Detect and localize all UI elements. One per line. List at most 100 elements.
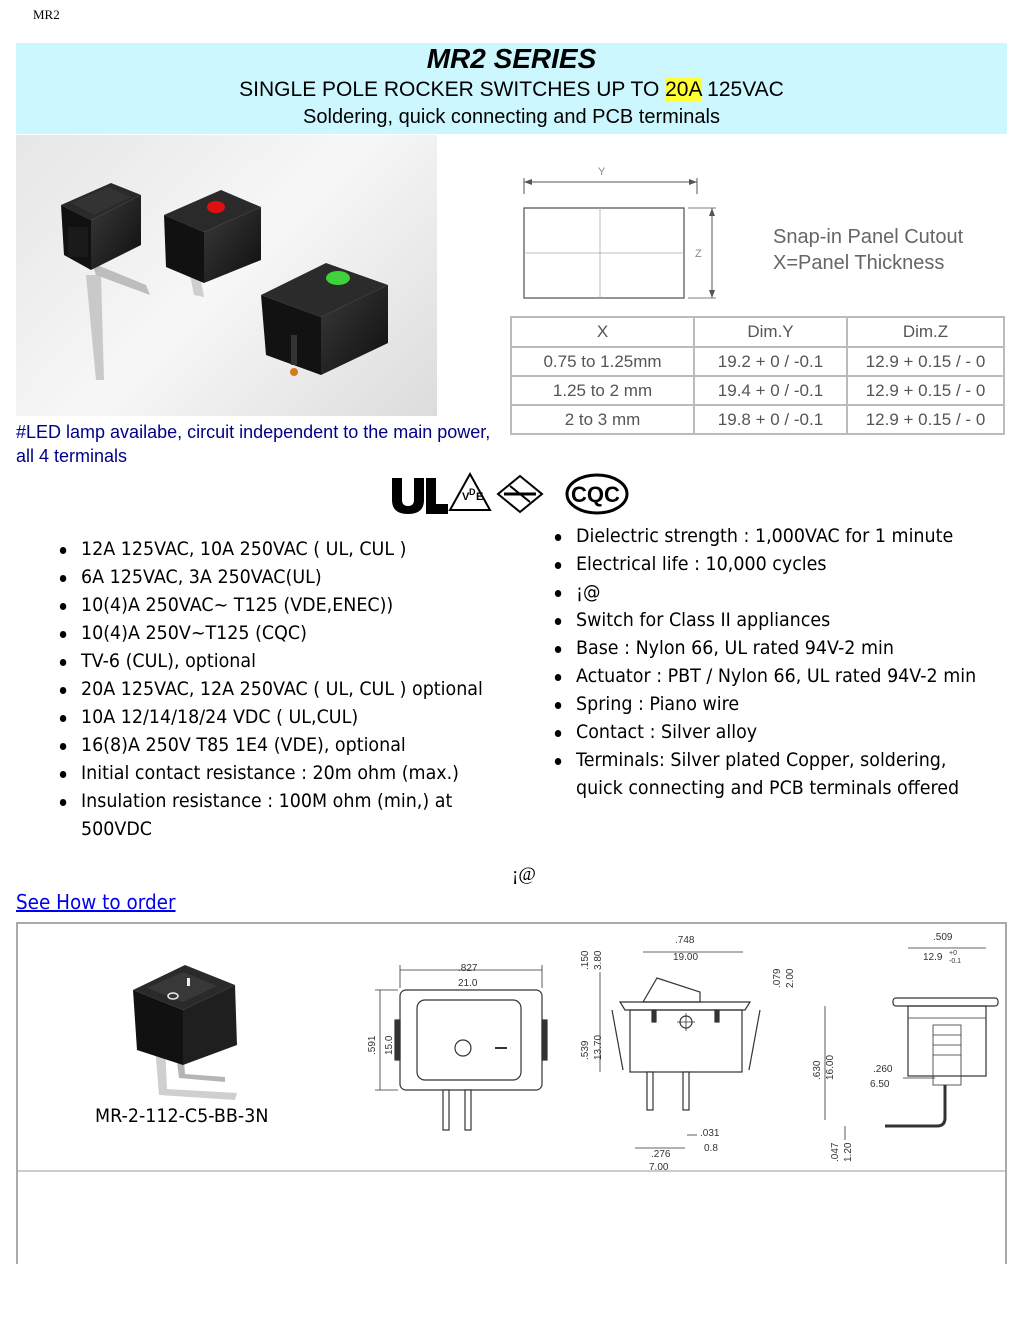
product-photo <box>125 950 255 1105</box>
led-note: #LED lamp availabe, circuit independent … <box>16 422 491 466</box>
side-view <box>599 951 761 1149</box>
table-header-cell: X <box>510 316 695 348</box>
dim-d-mm: 7.00 <box>649 1162 669 1170</box>
cutout-z-label: Z <box>695 248 702 260</box>
dim-top-in: .748 <box>675 935 695 946</box>
dim-h-mm: 15.0 <box>384 1035 395 1055</box>
table-cell: 19.4 + 0 / -0.1 <box>693 375 848 406</box>
how-to-order-link[interactable]: See How to order <box>16 890 176 914</box>
list-item: 20A 125VAC, 12A 250VAC ( UL, CUL ) optio… <box>58 675 509 703</box>
specs-left-list: 12A 125VAC, 10A 250VAC ( UL, CUL ) 6A 12… <box>58 535 548 843</box>
dim-top-mm: 19.00 <box>673 952 698 963</box>
end-view <box>824 947 999 1140</box>
list-item: 16(8)A 250V T85 1E4 (VDE), optional <box>58 731 509 759</box>
switch-photo <box>16 135 437 416</box>
dim-side-tol-minus: -0.1 <box>949 958 961 965</box>
dim-a-in: .150 <box>580 950 591 970</box>
table-cell: 12.9 + 0.15 / - 0 <box>846 346 1005 377</box>
switch-1-image <box>61 183 150 380</box>
dim-side-mm: 12.9 <box>923 952 943 963</box>
list-item: Base : Nylon 66, UL rated 94V-2 min <box>553 634 985 662</box>
table-header-cell: Dim.Z <box>846 316 1005 348</box>
table-cell: 2 to 3 mm <box>510 404 695 435</box>
panel-cutout-diagram: Y Z <box>512 160 722 310</box>
switch-2-image <box>164 190 261 297</box>
subtitle-text-end: 125VAC <box>701 78 784 101</box>
list-item: 6A 125VAC, 3A 250VAC(UL) <box>58 563 509 591</box>
table-header-row: X Dim.Y Dim.Z <box>510 316 1005 348</box>
vde-logo: V D E <box>448 471 492 511</box>
misc-text: ¡@ <box>512 864 536 885</box>
svg-text:V: V <box>462 491 470 503</box>
list-item: 10(4)A 250V~T125 (CQC) <box>58 619 509 647</box>
list-item: Terminals: Silver plated Copper, solderi… <box>553 746 985 802</box>
cutout-label-line1: Snap-in Panel Cutout <box>773 226 964 248</box>
dim-g-mm: 6.50 <box>870 1079 890 1090</box>
dim-e-mm: 0.8 <box>704 1143 718 1154</box>
dim-e-in: .031 <box>700 1128 720 1139</box>
rocker-switches-illustration <box>61 183 388 380</box>
page-subtitle: SINGLE POLE ROCKER SWITCHES UP TO 20A 12… <box>16 78 1007 102</box>
list-item: 12A 125VAC, 10A 250VAC ( UL, CUL ) <box>58 535 509 563</box>
list-item: Switch for Class II appliances <box>553 606 985 634</box>
enec-logo <box>496 474 544 514</box>
dim-f-in: .630 <box>812 1060 823 1080</box>
dim-c-in: .539 <box>580 1040 591 1060</box>
dim-w-in: .827 <box>458 963 478 974</box>
table-cell: 19.2 + 0 / -0.1 <box>693 346 848 377</box>
terminals-subtitle: Soldering, quick connecting and PCB term… <box>303 106 720 128</box>
product-code: MR-2-112-C5-BB-3N <box>95 1105 269 1127</box>
list-item: Initial contact resistance : 20m ohm (ma… <box>58 759 509 787</box>
table-cell: 0.75 to 1.25mm <box>510 346 695 377</box>
subtitle-highlight: 20A <box>665 78 702 101</box>
dimension-table: X Dim.Y Dim.Z 0.75 to 1.25mm 19.2 + 0 / … <box>510 316 1005 435</box>
dim-d-in: .276 <box>651 1149 671 1160</box>
certification-logos: V D E CQC <box>390 470 630 516</box>
specs-right-list: Dielectric strength : 1,000VAC for 1 min… <box>553 522 1023 802</box>
dim-side-tol-plus: +0 <box>949 950 957 957</box>
ul-logo <box>392 478 448 514</box>
table-row: 2 to 3 mm 19.8 + 0 / -0.1 12.9 + 0.15 / … <box>510 404 1005 435</box>
cutout-label-line2: X=Panel Thickness <box>773 252 945 274</box>
dim-c-mm: 13.70 <box>593 1035 604 1060</box>
product-box <box>16 922 1007 1264</box>
dim-f-mm: 16.00 <box>825 1055 836 1080</box>
mechanical-drawing: .827 21.0 .591 15.0 .748 19.00 .150 3.80 <box>355 930 1005 1173</box>
subtitle-text: SINGLE POLE ROCKER SWITCHES UP TO <box>239 78 666 101</box>
table-cell: 19.8 + 0 / -0.1 <box>693 404 848 435</box>
list-item: TV-6 (CUL), optional <box>58 647 509 675</box>
dim-g-in: .260 <box>873 1064 893 1075</box>
product-divider <box>18 1170 1005 1172</box>
table-row: 0.75 to 1.25mm 19.2 + 0 / -0.1 12.9 + 0.… <box>510 346 1005 377</box>
table-row: 1.25 to 2 mm 19.4 + 0 / -0.1 12.9 + 0.15… <box>510 375 1005 406</box>
series-header: MR2 SERIES SINGLE POLE ROCKER SWITCHES U… <box>16 43 1007 134</box>
table-header-cell: Dim.Y <box>693 316 848 348</box>
list-item: 10A 12/14/18/24 VDC ( UL,CUL) <box>58 703 509 731</box>
table-cell: 12.9 + 0.15 / - 0 <box>846 375 1005 406</box>
dim-side-in: .509 <box>933 932 953 943</box>
svg-text:E: E <box>476 491 483 503</box>
cutout-label: Snap-in Panel Cutout X=Panel Thickness <box>773 224 963 276</box>
list-item: Dielectric strength : 1,000VAC for 1 min… <box>553 522 985 550</box>
dim-w-mm: 21.0 <box>458 978 478 989</box>
cutout-y-label: Y <box>598 166 606 178</box>
svg-text:D: D <box>469 487 476 497</box>
list-item: 10(4)A 250VAC~ T125 (VDE,ENEC)) <box>58 591 509 619</box>
cqc-text: CQC <box>571 482 620 507</box>
list-item: Spring : Piano wire <box>553 690 985 718</box>
list-item: Contact : Silver alloy <box>553 718 985 746</box>
dim-h-in: .591 <box>367 1035 378 1055</box>
list-item: Insulation resistance : 100M ohm (min,) … <box>58 787 509 843</box>
front-view <box>375 965 548 1131</box>
dim-a-mm: 3.80 <box>593 950 604 970</box>
page-label: MR2 <box>33 7 60 22</box>
table-cell: 1.25 to 2 mm <box>510 375 695 406</box>
cqc-logo: CQC <box>565 473 629 515</box>
list-item: ¡@ <box>553 578 985 606</box>
dim-b-mm: 2.00 <box>785 968 796 988</box>
dim-b-in: .079 <box>772 968 783 988</box>
rocker-switch-product-image <box>133 965 237 1100</box>
table-cell: 12.9 + 0.15 / - 0 <box>846 404 1005 435</box>
list-item: Actuator : PBT / Nylon 66, UL rated 94V-… <box>553 662 985 690</box>
switch-3-image <box>261 263 388 376</box>
